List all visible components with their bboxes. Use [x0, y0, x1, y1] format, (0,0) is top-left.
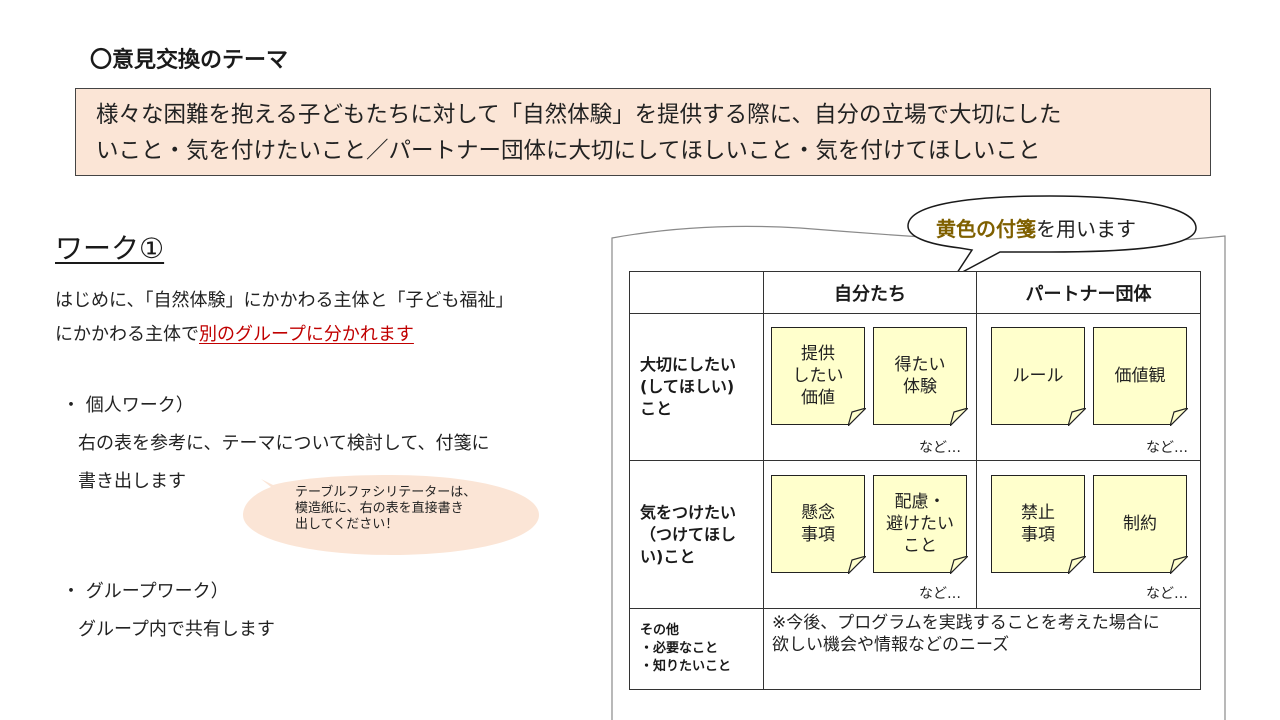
sticky-note: 得たい体験 [873, 327, 968, 426]
row-label-caution-line-1: 気をつけたい [640, 502, 737, 522]
sticky-fold-icon [949, 555, 968, 574]
sticky-fold-icon [1169, 555, 1188, 574]
other-needs-line-2: 欲しい機会や情報などのニーズ [772, 635, 1010, 655]
other-needs-text: ※今後、プログラムを実践することを考えた場合に 欲しい機会や情報などのニーズ [772, 612, 1160, 656]
facilitator-note-line-3: 出してください！ [295, 517, 399, 532]
sticky-fold-icon [1067, 555, 1086, 574]
sticky-note: 制約 [1093, 475, 1188, 574]
etc-label: など… [1146, 440, 1188, 456]
work-title: ワーク① [55, 232, 165, 265]
separate-groups-link: 別のグループに分かれます [199, 324, 414, 345]
intro-line-2: にかかわる主体で別のグループに分かれます [55, 320, 414, 346]
speech-rest: を用います [1036, 217, 1136, 241]
row-label-other: その他 ・必要なこと ・知りたいこと [629, 608, 764, 690]
sticky-note: 配慮・避けたいこと [873, 475, 968, 574]
cell-other-needs [763, 608, 1201, 690]
row-label-caution-line-2: （つけてほし [640, 524, 737, 544]
row-label-caution-line-3: い)こと [640, 546, 696, 566]
row-label-caution: 気をつけたい （つけてほし い)こと [629, 460, 764, 609]
etc-label: など… [919, 440, 961, 456]
speech-bubble-text: 黄色の付箋を用います [936, 213, 1136, 242]
sticky-note: 禁止事項 [991, 475, 1086, 574]
sticky-fold-icon [1067, 407, 1086, 426]
row-label-other-line-1: その他 [640, 623, 680, 638]
theme-line-1: 様々な困難を抱える子どもたちに対して「自然体験」を提供する際に、自分の立場で大切… [96, 102, 1062, 128]
corner-cell [629, 271, 764, 314]
facilitator-note-bubble [243, 475, 539, 555]
theme-box: 様々な困難を抱える子どもたちに対して「自然体験」を提供する際に、自分の立場で大切… [75, 88, 1211, 176]
sticky-fold-icon [847, 555, 866, 574]
sticky-note: 提供したい価値 [771, 327, 866, 426]
row-label-important-line-2: (してほしい) [640, 377, 735, 396]
etc-label: など… [919, 586, 961, 602]
intro-line-1: はじめに、「自然体験」にかかわる主体と「子ども福祉」 [55, 290, 514, 311]
row-label-other-line-2: ・必要なこと [640, 641, 719, 656]
row-label-important-line-1: 大切にしたい [640, 355, 737, 374]
etc-label: など… [1146, 586, 1188, 602]
personal-work-line-1: 右の表を参考に、テーマについて検討して、付箋に [78, 433, 490, 454]
personal-work-line-2: 書き出します [78, 471, 186, 492]
sticky-fold-icon [1169, 407, 1188, 426]
sticky-note: 懸念事項 [771, 475, 866, 574]
facilitator-note: テーブルファシリテーターは、 模造紙に、右の表を直接書き 出してください！ [295, 485, 476, 533]
sticky-fold-icon [847, 407, 866, 426]
yellow-sticky-highlight: 黄色の付箋 [936, 217, 1036, 241]
personal-work-heading: ・ 個人ワーク） [62, 395, 194, 416]
sticky-fold-icon [949, 407, 968, 426]
col-header-partner: パートナー団体 [976, 271, 1201, 314]
theme-line-2: いこと・気を付けたいこと／パートナー団体に大切にしてほしいこと・気を付けてほしい… [96, 138, 1041, 164]
group-work-line-1: グループ内で共有します [78, 619, 275, 640]
facilitator-note-line-2: 模造紙に、右の表を直接書き [295, 501, 464, 516]
row-label-other-line-3: ・知りたいこと [640, 659, 732, 674]
section-title: 〇意見交換のテーマ [90, 48, 289, 73]
facilitator-note-line-1: テーブルファシリテーターは、 [295, 485, 477, 500]
intro-line-2-prefix: にかかわる主体で [55, 324, 199, 345]
other-needs-line-1: ※今後、プログラムを実践することを考えた場合に [772, 613, 1160, 633]
sticky-note: ルール [991, 327, 1086, 426]
row-label-important-line-3: こと [640, 399, 673, 418]
row-label-important: 大切にしたい (してほしい) こと [629, 313, 764, 461]
col-header-self: 自分たち [763, 271, 977, 314]
group-work-heading: ・ グループワーク） [62, 581, 229, 602]
sticky-note: 価値観 [1093, 327, 1188, 426]
